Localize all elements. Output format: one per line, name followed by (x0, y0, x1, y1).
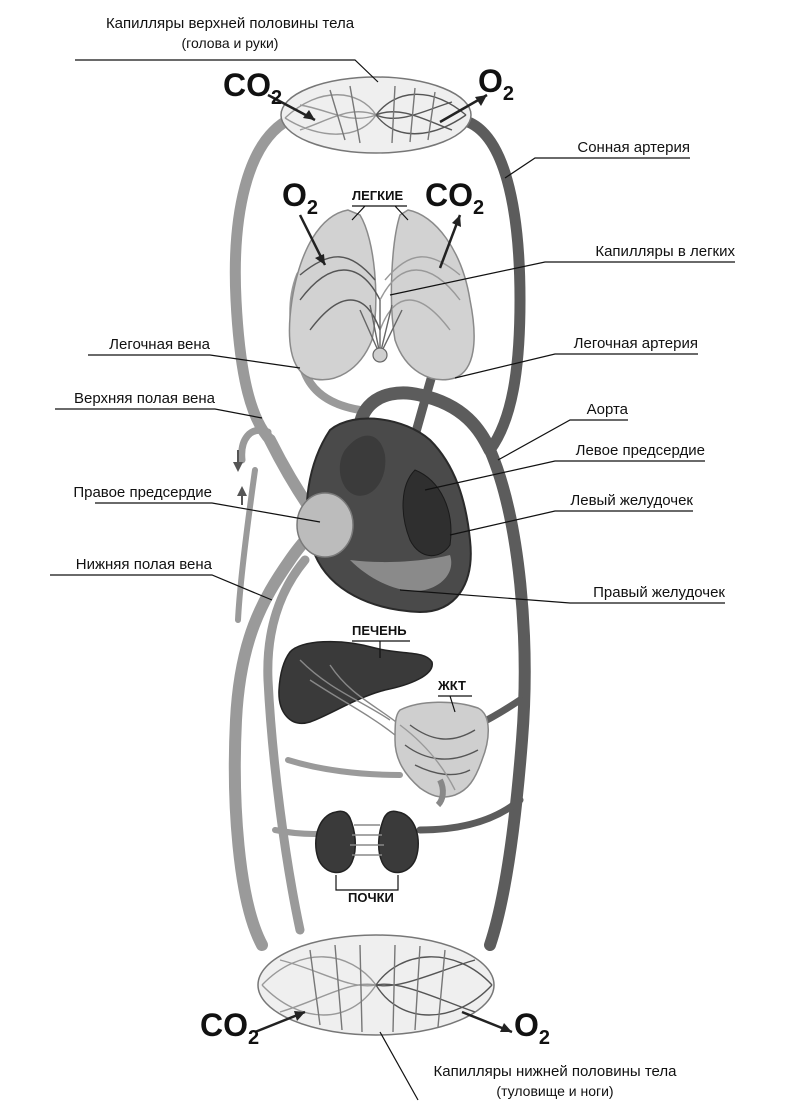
gas-o2-lungs: O2 (282, 177, 318, 219)
label-upper-caps-2: (голова и руки) (182, 35, 279, 51)
gas-co2-lower: CO2 (200, 1007, 259, 1049)
lower-body-capillaries (257, 934, 495, 1036)
label-pulm-artery: Легочная артерия (574, 335, 698, 352)
label-pulm-vein: Легочная вена (109, 336, 210, 353)
gas-o2-lower: O2 (514, 1007, 550, 1049)
organ-label-lungs: ЛЕГКИЕ (352, 188, 403, 203)
label-carotid: Сонная артерия (577, 139, 690, 156)
lungs (288, 209, 475, 381)
organ-labels: ЛЕГКИЕ ПЕЧЕНЬ ЖКТ ПОЧКИ (335, 188, 472, 905)
heart (296, 417, 472, 614)
liver (278, 640, 433, 736)
label-ivc: Нижняя полая вена (76, 556, 213, 573)
gas-labels: CO2 O2 O2 CO2 CO2 O2 (200, 63, 550, 1049)
label-right-ventricle: Правый желудочек (593, 584, 725, 601)
label-left-atrium: Левое предсердие (576, 442, 705, 459)
label-upper-caps-1: Капилляры верхней половины тела (106, 15, 355, 32)
upper-body-capillaries (280, 76, 472, 154)
organ-label-kidneys: ПОЧКИ (348, 890, 394, 905)
organ-label-liver: ПЕЧЕНЬ (352, 623, 407, 638)
kidneys (315, 810, 419, 874)
organ-label-gi: ЖКТ (437, 678, 466, 693)
gi-tract (394, 701, 489, 808)
label-right-atrium: Правое предсердие (73, 484, 212, 501)
label-lung-caps: Капилляры в легких (595, 243, 735, 260)
venous-vessels (228, 112, 403, 951)
callout-labels: Капилляры верхней половины тела (голова … (50, 15, 735, 1101)
gas-co2-lungs: CO2 (425, 177, 484, 219)
gas-o2-upper: O2 (478, 63, 514, 105)
label-aorta: Аорта (587, 401, 629, 418)
gas-co2-upper: CO2 (223, 67, 282, 109)
label-lower-caps-1: Капилляры нижней половины тела (434, 1063, 678, 1080)
label-lower-caps-2: (туловище и ноги) (496, 1083, 613, 1099)
label-svc: Верхняя полая вена (74, 390, 216, 407)
label-left-ventricle: Левый желудочек (570, 492, 693, 509)
gas-arrows (233, 93, 513, 1034)
